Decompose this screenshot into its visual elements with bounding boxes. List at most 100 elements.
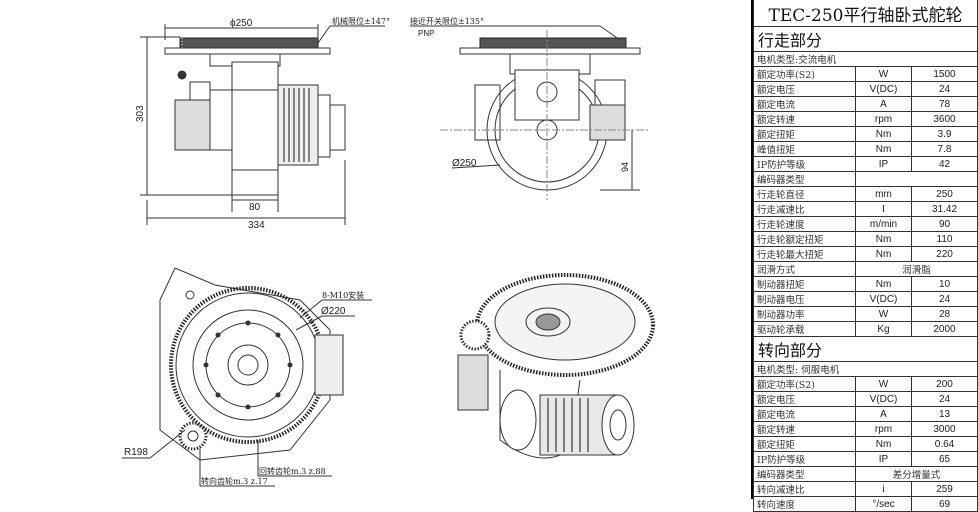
spec-label: 额定电流	[753, 96, 856, 112]
spec-unit: IP	[855, 451, 912, 467]
spec-unit: V(DC)	[855, 81, 912, 97]
technical-drawing: ϕ250 机械限位±147° 303 80 334 接近开关限位±135° PN…	[122, 16, 655, 487]
spec-label: 行走轮速度	[753, 216, 856, 232]
spec-label: 行走轮额定扭矩	[753, 231, 856, 247]
dim-94: 94	[620, 162, 630, 172]
spec-label: 额定功率(S2)	[753, 376, 856, 392]
spec-label: 转向减速比	[753, 481, 856, 497]
spec-unit: Nm	[855, 141, 912, 157]
height-dim: 303	[135, 105, 146, 122]
front-view	[410, 25, 650, 200]
spec-label: 额定扭矩	[753, 126, 856, 142]
sensor-type-label: PNP	[418, 29, 434, 38]
spec-unit: A	[855, 96, 912, 112]
drive-encoder-label: 编码器类型	[753, 171, 856, 187]
lubrication-label: 润滑方式	[753, 261, 856, 277]
spec-label: 额定扭矩	[753, 436, 856, 452]
proximity-limit-label: 接近开关限位±135°	[410, 16, 484, 26]
radius-label: R198	[124, 447, 148, 458]
spec-unit: Nm	[855, 126, 912, 142]
spec-value: 13	[911, 406, 978, 422]
slew-gear-label: 回转齿轮m.3 z.88	[259, 466, 326, 476]
spec-value: 10	[911, 276, 978, 292]
spec-value: 110	[911, 231, 978, 247]
spec-value: 250	[911, 186, 978, 202]
spec-title: TEC-250平行轴卧式舵轮	[753, 0, 978, 27]
spec-value: 259	[911, 481, 978, 497]
spec-value: 2000	[911, 321, 978, 337]
spec-unit: V(DC)	[855, 291, 912, 307]
spec-label: IP防护等级	[753, 451, 856, 467]
spec-unit: rpm	[855, 421, 912, 437]
spec-value: 78	[911, 96, 978, 112]
spec-label: 额定电流	[753, 406, 856, 422]
spec-unit: m/min	[855, 216, 912, 232]
drive-section-header: 行走部分	[753, 26, 978, 52]
spec-value: 200	[911, 376, 978, 392]
wheel-width-dim: 80	[249, 202, 261, 213]
spec-value: 220	[911, 246, 978, 262]
spec-unit: rpm	[855, 111, 912, 127]
mounting-holes-label: 8-M10安装	[322, 290, 364, 300]
total-length-dim: 334	[248, 220, 265, 231]
spec-unit: mm	[855, 186, 912, 202]
spec-unit: Nm	[855, 246, 912, 262]
spec-unit: W	[855, 376, 912, 392]
front-wheel-dia-label: Ø250	[452, 158, 477, 169]
spec-label: 制动器功率	[753, 306, 856, 322]
spec-value: 3.9	[911, 126, 978, 142]
spec-label: 额定转速	[753, 421, 856, 437]
spec-value: 3000	[911, 421, 978, 437]
spec-value: 42	[911, 156, 978, 172]
spec-value: 65	[911, 451, 978, 467]
spec-value: 3600	[911, 111, 978, 127]
lubrication-value: 润滑脂	[855, 261, 978, 277]
spec-label: 额定电压	[753, 81, 856, 97]
steer-gear-label: 转向齿轮m.3 z.17	[201, 476, 268, 486]
spec-label: 制动器电压	[753, 291, 856, 307]
isometric-view	[457, 273, 655, 459]
spec-unit: IP	[855, 156, 912, 172]
spec-value: 7.8	[911, 141, 978, 157]
spec-unit: W	[855, 306, 912, 322]
steer-encoder-label: 编码器类型	[753, 466, 856, 482]
spec-value: 90	[911, 216, 978, 232]
side-view	[140, 24, 385, 225]
spec-label: 额定功率(S2)	[753, 66, 856, 82]
spec-label: 驱动轮承载	[753, 321, 856, 337]
steer-motor-type: 电机类型: 伺服电机	[753, 361, 978, 377]
steer-section-header: 转向部分	[753, 336, 978, 362]
spec-label: 行走轮最大扭矩	[753, 246, 856, 262]
spec-unit: i	[855, 481, 912, 497]
spec-label: IP防护等级	[753, 156, 856, 172]
mech-limit-label: 机械限位±147°	[332, 16, 390, 26]
spec-unit: Nm	[855, 276, 912, 292]
spec-unit: I	[855, 201, 912, 217]
spec-unit: W	[855, 66, 912, 82]
side-dia-label: ϕ250	[230, 18, 253, 29]
spec-unit: Nm	[855, 231, 912, 247]
drive-encoder-value	[855, 171, 978, 187]
